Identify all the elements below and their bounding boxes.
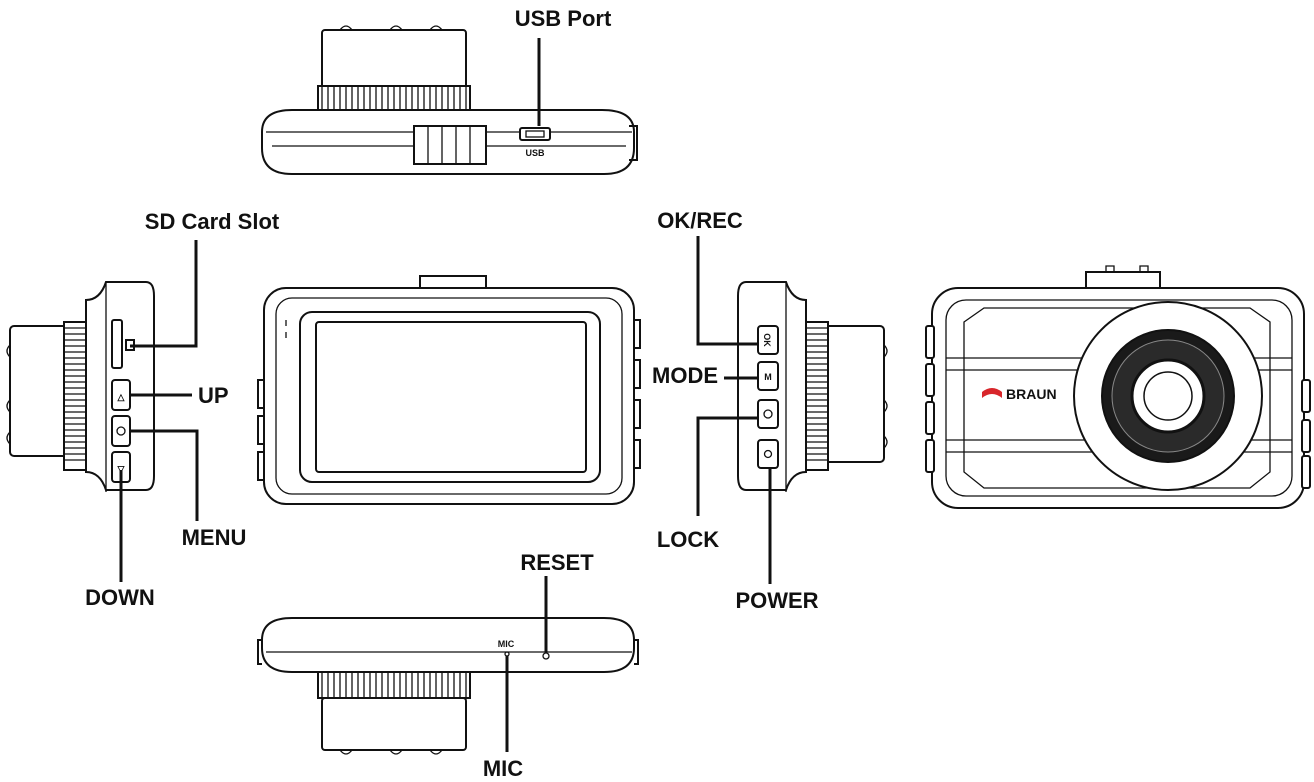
down-arrow-icon: ▽	[117, 464, 126, 474]
ok-rec-button[interactable]	[757, 325, 779, 355]
bottom-view: MIC	[257, 617, 639, 755]
left-side-view: △ ▽	[6, 281, 155, 492]
menu-leader	[131, 429, 199, 521]
down-label: DOWN	[85, 585, 155, 610]
sd-card-slot-label: SD Card Slot	[145, 209, 280, 234]
mic-marking: MIC	[498, 639, 515, 649]
usb-marking: USB	[525, 148, 545, 158]
ok-marking: OK	[762, 333, 772, 347]
ok-rec-leader	[696, 236, 758, 346]
lock-label: LOCK	[657, 527, 719, 552]
mic-label: MIC	[483, 756, 523, 781]
menu-button[interactable]	[111, 415, 131, 447]
mode-button[interactable]	[757, 361, 779, 391]
brand-marking: BRAUN	[1006, 386, 1057, 402]
mode-label: MODE	[652, 363, 718, 388]
power-button[interactable]	[757, 439, 779, 469]
up-label: UP	[198, 383, 229, 408]
menu-label: MENU	[182, 525, 247, 550]
up-arrow-icon: △	[117, 392, 126, 402]
mode-marking: M	[764, 372, 772, 382]
lock-icon	[763, 409, 773, 419]
ok-rec-label: OK/REC	[657, 208, 743, 233]
usb-port-label: USB Port	[515, 6, 612, 31]
top-view: USB	[261, 25, 638, 175]
reset-label: RESET	[520, 550, 594, 575]
right-side-view: OK M	[737, 281, 888, 492]
lock-leader	[696, 416, 758, 516]
lock-button[interactable]	[757, 399, 779, 429]
braun-logo-icon	[982, 388, 1002, 398]
power-icon	[763, 449, 773, 459]
up-button[interactable]	[111, 379, 131, 411]
screen-view	[257, 275, 641, 505]
rear-lens-view: BRAUN	[925, 265, 1311, 509]
sd-card-leader	[130, 240, 198, 348]
menu-icon	[116, 426, 126, 436]
power-label: POWER	[735, 588, 818, 613]
